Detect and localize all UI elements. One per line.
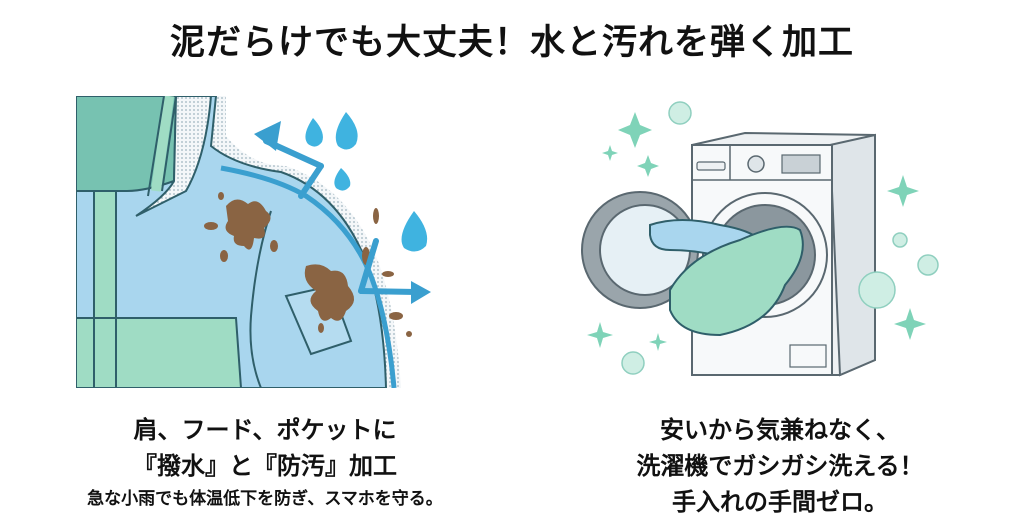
right-caption: 安いから気兼ねなく、 洗濯機でガシガシ洗える！ 手入れの手間ゼロ。 (580, 412, 980, 520)
page-title: 泥だらけでも大丈夫！水と汚れを弾く加工 (169, 23, 854, 63)
right-caption-line-2: 洗濯機でガシガシ洗える！ (636, 452, 924, 480)
left-caption: 肩、フード、ポケットに 『撥水』と『防汚』加工 急な小雨でも体温低下を防ぎ、スマ… (30, 412, 500, 514)
right-caption-line-1: 安いから気兼ねなく、 (660, 416, 900, 444)
left-caption-line-3: 急な小雨でも体温低下を防ぎ、スマホを守る。 (87, 489, 443, 509)
left-caption-line-1: 肩、フード、ポケットに (133, 416, 397, 444)
right-caption-line-3: 手入れの手間ゼロ。 (672, 488, 888, 516)
left-caption-line-2: 『撥水』と『防汚』加工 (133, 452, 397, 480)
jacket-water-repel-illustration (76, 96, 431, 388)
washing-machine-illustration (581, 101, 939, 377)
